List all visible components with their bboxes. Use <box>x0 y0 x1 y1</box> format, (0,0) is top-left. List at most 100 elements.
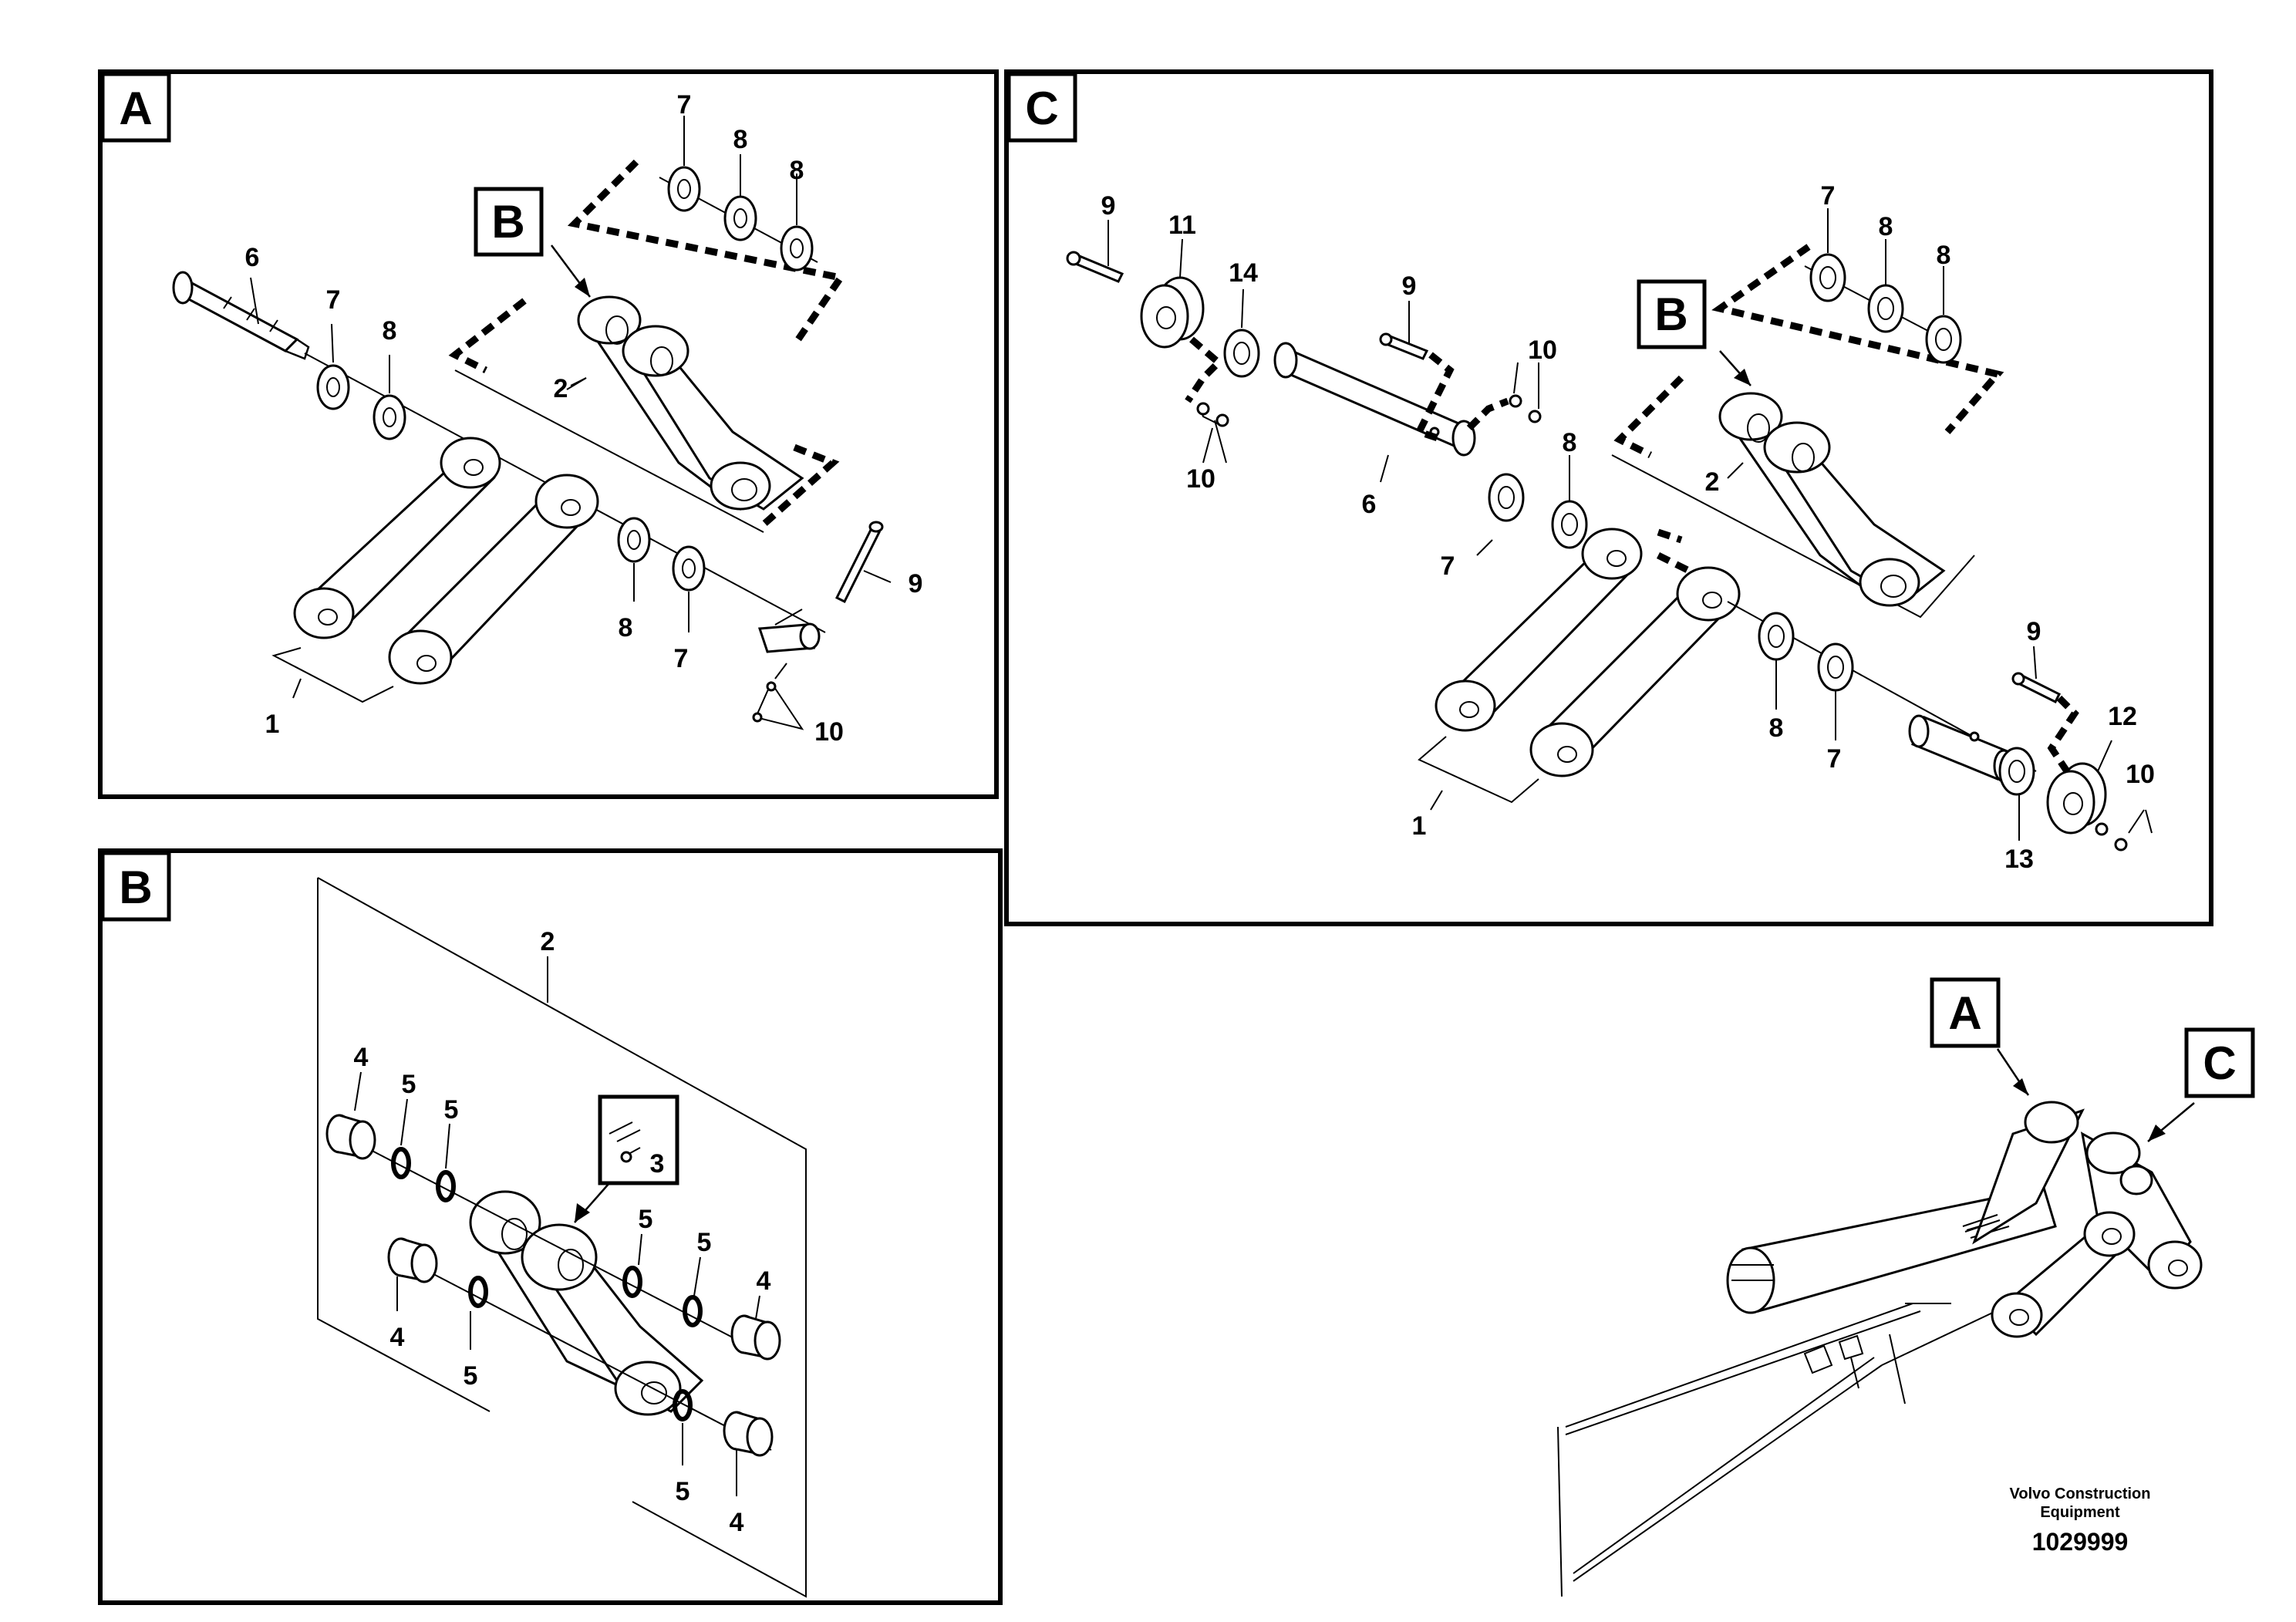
panel-a: A <box>98 69 999 799</box>
panel-c-ref-tag <box>1637 279 1707 349</box>
panel-a-label: A <box>119 83 152 134</box>
washer-8-c-upper-b <box>1925 315 1962 364</box>
washer-8-upper-a <box>723 195 757 241</box>
panel-c-group-line <box>1611 454 1975 619</box>
panel-c: C <box>1004 69 2213 926</box>
overview-tag-c <box>2184 1027 2255 1098</box>
washer-8-c-left <box>1551 500 1588 549</box>
callout: 9 <box>909 569 923 599</box>
nut-10-c-a <box>1509 394 1522 408</box>
panel-b-label-box <box>100 851 171 922</box>
grease-fitting-box <box>598 1094 679 1185</box>
panel-a-ref-tag-label: B <box>491 196 524 248</box>
panel-a-link-bracket <box>271 647 394 703</box>
panel-a-frame <box>98 69 999 799</box>
washer-7-c-upper <box>1809 253 1846 302</box>
overview-tag-c-label: C <box>2203 1037 2236 1089</box>
bolt-9 <box>834 526 882 604</box>
pin-6 <box>172 271 310 360</box>
callout: 8 <box>733 125 748 154</box>
ring-5-c <box>468 1276 488 1308</box>
footer: Volvo Construction Equipment 1029999 <box>2010 1485 2151 1556</box>
washer-7-c-left <box>1488 473 1525 522</box>
collar-11 <box>1140 276 1205 349</box>
bushing-4-b <box>387 1237 438 1283</box>
washer-14 <box>1223 329 1260 378</box>
boom-outline <box>1565 1303 1921 1582</box>
callout: 6 <box>245 243 260 272</box>
callout: 5 <box>444 1095 459 1125</box>
callout: 7 <box>674 644 689 673</box>
callout: 1 <box>1412 811 1427 841</box>
washer-8-lower <box>617 517 651 563</box>
callout: 7 <box>677 90 692 120</box>
panel-c-frame <box>1004 69 2213 926</box>
nut-10-c-b <box>1528 410 1542 423</box>
washer-8-c-upper-a <box>1867 284 1904 333</box>
panel-c-label: C <box>1025 83 1058 134</box>
ring-5-a <box>391 1147 411 1179</box>
washer-7-upper <box>667 166 701 212</box>
ring-5-d <box>622 1266 642 1298</box>
washer-7-lower <box>672 545 706 592</box>
washer-8 <box>373 394 406 440</box>
callout: 7 <box>326 285 341 315</box>
callout: 2 <box>554 374 568 403</box>
panel-a-label-box <box>100 72 171 143</box>
bushing-4-a <box>325 1114 376 1160</box>
overview-illustration: A C <box>1557 977 2255 1597</box>
washer-8-c-lower <box>1758 612 1795 661</box>
panel-c-dash-mid <box>1414 352 1509 443</box>
pin-6-c <box>1273 342 1476 457</box>
link-1-c <box>1435 528 1741 777</box>
callout: 6 <box>1362 490 1377 519</box>
callout: 1 <box>265 710 280 739</box>
callout: 9 <box>1101 191 1116 221</box>
callout: 14 <box>1229 258 1258 288</box>
panel-c-ref-tag-label: B <box>1654 288 1687 340</box>
panel-c-leaders <box>1108 208 2153 841</box>
overview-tag-a <box>1930 977 2001 1048</box>
washer-7 <box>316 364 350 410</box>
callout: 8 <box>383 316 397 346</box>
callout: 11 <box>1168 211 1196 240</box>
boom-decals <box>1803 1334 1864 1374</box>
callout: 8 <box>1563 428 1577 457</box>
callout: 4 <box>757 1266 771 1296</box>
ring-5-b <box>436 1170 456 1202</box>
panel-a-ref-tag <box>474 187 544 257</box>
callout: 10 <box>1186 464 1215 494</box>
callout: 4 <box>390 1323 405 1352</box>
callout: 8 <box>1769 713 1784 743</box>
link-2 <box>577 295 804 511</box>
callout: 4 <box>730 1508 744 1537</box>
washer-13 <box>1998 747 2035 796</box>
bushing-4-c <box>730 1314 781 1361</box>
nut-10-c-c <box>2095 822 2109 836</box>
callout: 4 <box>354 1043 369 1072</box>
panel-c-label-box <box>1006 72 1077 143</box>
callout: 10 <box>2126 760 2155 789</box>
panel-a-leaders <box>250 116 892 699</box>
callout: 5 <box>464 1361 478 1391</box>
callout: 13 <box>2004 845 2034 874</box>
brand-line-2: Equipment <box>2040 1504 2120 1521</box>
panel-c-dash-link-join <box>1656 528 1691 575</box>
ring-5-e <box>683 1295 703 1327</box>
panel-c-dash-right <box>2047 695 2079 774</box>
panel-c-dash-link <box>1613 375 1684 459</box>
panel-c-link-bracket <box>1418 736 1539 804</box>
callout: 5 <box>697 1228 712 1257</box>
callout: 12 <box>2108 702 2137 731</box>
callout: 8 <box>1879 212 1893 241</box>
callout: 9 <box>2027 617 2041 646</box>
callout: 5 <box>402 1070 416 1099</box>
panel-b: B <box>98 848 1003 1605</box>
panel-b-plane <box>317 877 807 1598</box>
pin-c-right <box>1908 714 2014 783</box>
callout: 8 <box>619 613 633 642</box>
callout: 3 <box>650 1149 665 1179</box>
callout: 5 <box>676 1477 690 1506</box>
panel-c-dash-washers <box>1711 244 2004 434</box>
panel-a-dash-washers <box>567 159 847 342</box>
